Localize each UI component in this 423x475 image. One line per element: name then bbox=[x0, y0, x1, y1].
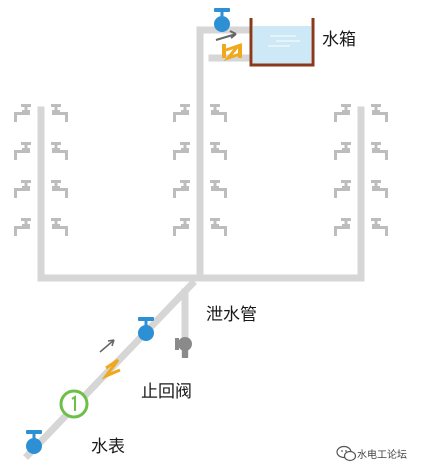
gate-valve-icon bbox=[214, 8, 230, 32]
check-valve-icon bbox=[215, 30, 243, 62]
water-meter-icon bbox=[59, 389, 89, 419]
water-meter-label: 水表 bbox=[91, 437, 125, 457]
water-tank-label: 水箱 bbox=[322, 30, 356, 50]
check-valve-label: 止回阀 bbox=[141, 382, 192, 402]
gate-valve-icon bbox=[26, 430, 42, 454]
drain-pipe-label: 泄水管 bbox=[206, 305, 257, 325]
wechat-icon bbox=[336, 445, 357, 462]
water-tank-icon bbox=[249, 18, 315, 67]
drain-valve-icon bbox=[175, 337, 192, 358]
check-valve-icon bbox=[99, 339, 121, 380]
watermark-text: 水电工论坛 bbox=[357, 450, 407, 461]
gate-valve-icon bbox=[138, 317, 154, 341]
